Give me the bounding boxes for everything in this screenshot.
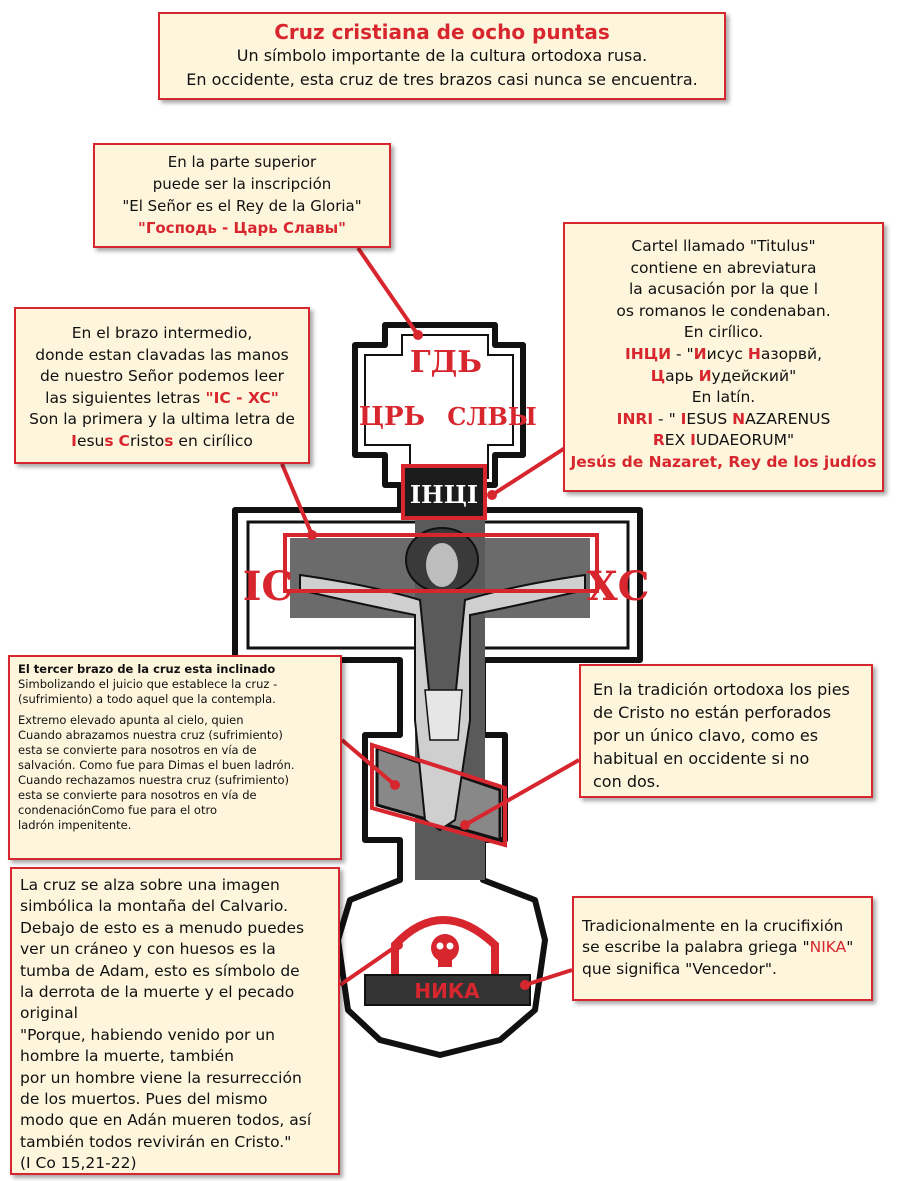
- subtitle-line-1: Un símbolo importante de la cultura orto…: [236, 46, 648, 65]
- subtitle-line-2: En occidente, esta cruz de tres brazos c…: [186, 70, 698, 89]
- titulus-line-2: contiene en abreviatura: [630, 258, 817, 277]
- calvary-line: La cruz se alza sobre una imagen: [20, 876, 280, 894]
- feet-line: con dos.: [593, 772, 661, 791]
- nika-band: [364, 974, 531, 1006]
- third-line: salvación. Como fue para Dimas el buen l…: [18, 758, 295, 772]
- middle-arm-highlight: [283, 533, 599, 593]
- titulus-line-5: En cirílico.: [683, 323, 764, 342]
- calvary-line: la derrota de la muerte y el pecado: [20, 983, 295, 1002]
- calvary-line: modo que en Adán mueren todos, así: [20, 1111, 312, 1130]
- third-line: esta se convierte para nosotros en vía d…: [18, 788, 257, 802]
- third-line: Cuando rechazamos nuestra cruz (sufrimie…: [18, 773, 289, 787]
- glyph-top-right: СЛВЫ: [447, 402, 536, 431]
- glyph-top-word: ГДЬ: [410, 345, 482, 380]
- title-box: Cruz cristiana de ocho puntas Un símbolo…: [158, 12, 726, 100]
- top-line-3: "El Señor es el Rey de la Gloria": [122, 197, 362, 215]
- top-inscription-box: En la parte superior puede ser la inscri…: [93, 143, 391, 248]
- cross-body: [232, 322, 643, 1058]
- third-line: Extremo elevado apunta al cielo, quien: [18, 713, 244, 727]
- third-line: ladrón impenitente.: [18, 818, 132, 832]
- third-heading: El tercer brazo de la cruz esta inclinad…: [18, 662, 276, 676]
- titulus-box: Cartel llamado "Titulus" contiene en abr…: [563, 222, 884, 492]
- calvary-line: "Porque, habiendo venido por un: [20, 1025, 275, 1044]
- glyph-nika: НИКА: [414, 979, 480, 1003]
- nika-line-3: que significa "Vencedor".: [582, 959, 777, 978]
- connector-titulus: [490, 446, 567, 497]
- titulus-line-3: la acusación por la que l: [629, 280, 818, 299]
- feet-line: por un único clavo, como es: [593, 726, 819, 745]
- calvary-arch: [391, 916, 499, 975]
- feet-line: de Cristo no están perforados: [593, 703, 831, 722]
- feet-line: En la tradición ortodoxa los pies: [593, 680, 850, 699]
- page-title: Cruz cristiana de ocho puntas: [274, 20, 610, 44]
- titulus-line-6: ІНЦИ - "Иисус Назорвй,: [624, 344, 823, 363]
- titulus-line-4: os romanos le condenaban.: [616, 301, 831, 320]
- connector-calvary: [338, 943, 400, 987]
- calvary-line: tumba de Adam, esto es símbolo de: [20, 961, 300, 980]
- calvary-line: simbólica la montaña del Calvario.: [20, 897, 289, 916]
- glyph-titulus: ІНЦІ: [410, 480, 478, 509]
- titulus-highlight: [401, 464, 487, 520]
- titulus-line-9: INRI - " IESUS NAZARENUS: [616, 409, 831, 428]
- calvary-line: original: [20, 1004, 78, 1023]
- titulus-line-10: REX IUDAEORUM": [652, 431, 795, 450]
- titulus-line-11: Jesús de Nazaret, Rey de los judíos: [570, 452, 877, 471]
- calvary-line: hombre la muerte, también: [20, 1047, 234, 1066]
- connector-middle: [280, 463, 314, 536]
- third-line: esta se convierte para nosotros en vía d…: [18, 743, 257, 757]
- titulus-line-8: En latín.: [691, 388, 756, 407]
- calvary-line: ver un cráneo y con huesos es la: [20, 940, 276, 959]
- third-arm-box: El tercer brazo de la cruz esta inclinad…: [8, 655, 342, 860]
- top-line-1: En la parte superior: [167, 153, 317, 171]
- connector-third: [340, 738, 397, 787]
- mid-line-6: Iesus Cristos en cirílico: [71, 431, 253, 450]
- calvary-line: (I Co 15,21-22): [20, 1154, 137, 1173]
- mid-line-4: las siguientes letras "IC - XC": [45, 388, 279, 407]
- calvary-line: de los muertos. Pues del mismo: [20, 1090, 268, 1109]
- middle-arm-box: En el brazo intermedio, donde estan clav…: [14, 307, 310, 464]
- mid-line-2: donde estan clavadas las manos: [35, 345, 289, 364]
- third-line: (sufrimiento) a todo aquel que la contem…: [18, 692, 276, 706]
- nika-line-2: se escribe la palabra griega "NIKA": [582, 938, 854, 957]
- cross-inner-outline: [364, 334, 514, 479]
- skull-icon: [431, 934, 459, 967]
- calvary-line: también todos revivirán en Cristo.": [20, 1132, 292, 1151]
- mid-line-5: Son la primera y la ultima letra de: [29, 410, 295, 429]
- connector-feet: [464, 758, 580, 827]
- mid-line-1: En el brazo intermedio,: [71, 324, 253, 342]
- connector-top: [356, 246, 420, 337]
- third-line: Cuando abrazamos nuestra cruz (sufrimien…: [18, 728, 283, 742]
- titulus-line-1: Cartel llamado "Titulus": [631, 237, 816, 255]
- top-line-4: "Господь - Царь Славы": [138, 219, 346, 237]
- top-line-2: puede ser la inscripción: [152, 175, 332, 193]
- nika-box: Tradicionalmente en la crucifixión se es…: [572, 896, 873, 1001]
- connector-dots: [307, 330, 530, 990]
- feet-box: En la tradición ortodoxa los pies de Cri…: [579, 664, 873, 798]
- third-line: condenaciónComo fue para el otro: [18, 803, 217, 817]
- nika-line-1: Tradicionalmente en la crucifixión: [582, 917, 844, 935]
- glyph-top-left: ЦРЬ: [359, 402, 425, 432]
- footrest-highlight: [370, 742, 507, 848]
- calvary-line: por un hombre viene la resurrección: [20, 1068, 302, 1087]
- calvary-box: La cruz se alza sobre una imagen simbóli…: [10, 867, 340, 1175]
- connector-lines: [280, 246, 580, 987]
- third-line: Simbolizando el juicio que establece la …: [18, 677, 278, 691]
- connector-nika: [524, 968, 573, 987]
- mid-line-3: de nuestro Señor podemos leer: [39, 367, 285, 386]
- titulus-line-7: Царь Иудейский": [650, 366, 797, 385]
- calvary-line: Debajo de esto es a menudo puedes: [20, 918, 305, 937]
- feet-line: habitual en occidente si no: [593, 749, 810, 768]
